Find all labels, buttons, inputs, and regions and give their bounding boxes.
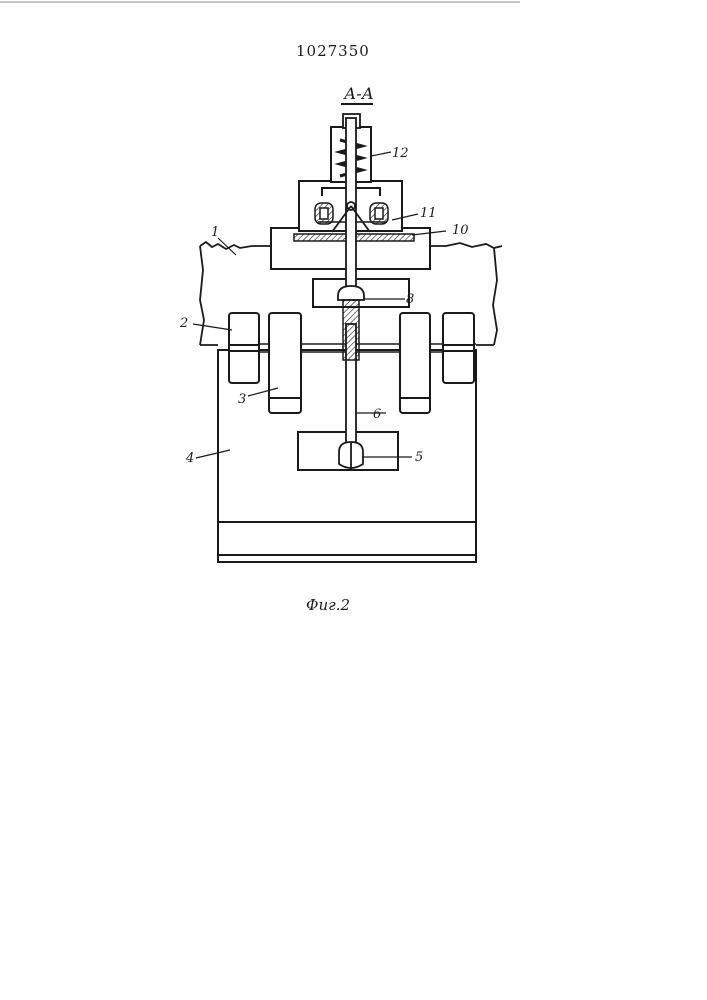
callout-4: 4 <box>185 451 194 466</box>
rod-hatched-section <box>338 286 364 360</box>
callout-12: 12 <box>392 146 409 161</box>
callout-10: 10 <box>452 223 469 238</box>
cam-left <box>269 313 301 413</box>
callout-8: 8 <box>406 292 414 307</box>
rod-ball-end <box>339 442 363 470</box>
figure-caption: Фиг.2 <box>306 596 376 614</box>
callout-11: 11 <box>420 206 437 221</box>
wheel-right <box>443 313 474 383</box>
wheel-left <box>229 313 259 383</box>
coil-left <box>315 203 333 224</box>
callout-2: 2 <box>179 316 188 331</box>
callout-1: 1 <box>211 225 219 240</box>
cam-right <box>400 313 430 413</box>
callout-6: 6 <box>373 407 381 422</box>
callout-3: 3 <box>238 392 246 407</box>
callout-5: 5 <box>415 450 423 465</box>
coil-right <box>370 203 388 224</box>
